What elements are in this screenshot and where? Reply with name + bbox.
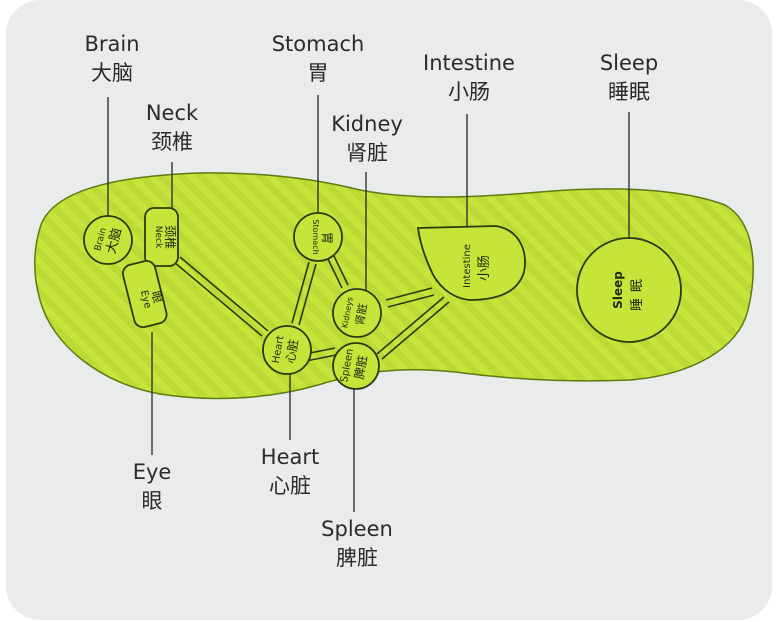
zone-stomach: Stomach 胃 xyxy=(293,212,343,262)
label-stomach-zh: 胃 xyxy=(307,61,329,85)
label-brain-zh: 大脑 xyxy=(91,61,133,85)
zone-eye-en: Eye xyxy=(138,289,153,310)
label-sleep-zh: 睡眠 xyxy=(608,80,650,104)
zone-sleep-zh: 睡眠 xyxy=(630,273,645,311)
label-spleen-zh: 脾脏 xyxy=(336,546,378,570)
zone-eye-zh: 眼 xyxy=(149,290,165,305)
zone-sleep: Sleep 睡眠 xyxy=(576,237,682,343)
label-heart-en: Heart xyxy=(260,445,320,469)
zone-heart-en: Heart xyxy=(271,335,287,364)
zone-kidney: Kidneys 肾脏 xyxy=(332,288,382,338)
label-sleep-en: Sleep xyxy=(599,51,659,75)
zone-heart: Heart 心脏 xyxy=(262,325,312,375)
zone-neck-en: Neck xyxy=(153,226,163,249)
label-brain-en: Brain xyxy=(84,32,140,56)
zone-neck: Neck 颈椎 xyxy=(144,207,179,267)
zone-heart-zh: 心脏 xyxy=(282,338,301,364)
zone-stomach-en: Stomach xyxy=(311,219,320,254)
label-stomach-en: Stomach xyxy=(271,32,365,56)
label-stomach: Stomach 胃 xyxy=(272,30,365,88)
label-kidney-zh: 肾脏 xyxy=(346,141,388,165)
zone-sleep-en: Sleep xyxy=(611,271,625,309)
label-neck-en: Neck xyxy=(145,101,199,125)
label-heart: Heart 心脏 xyxy=(261,443,319,501)
label-brain: Brain 大脑 xyxy=(84,30,139,88)
label-eye: Eye 眼 xyxy=(133,458,172,516)
label-sleep: Sleep 睡眠 xyxy=(600,49,658,107)
label-spleen-en: Spleen xyxy=(321,517,393,541)
insole-shape xyxy=(33,172,754,400)
zone-eye: Eye 眼 xyxy=(122,260,168,329)
zone-intestine-en: Intestine xyxy=(462,244,473,288)
label-heart-zh: 心脏 xyxy=(268,474,311,498)
zone-connectors xyxy=(173,253,450,362)
zone-neck-zh: 颈椎 xyxy=(163,225,178,249)
label-neck-zh: 颈椎 xyxy=(151,130,193,154)
label-kidney: Kidney 肾脏 xyxy=(331,110,403,168)
zone-brain-zh: 大脑 xyxy=(104,227,125,256)
label-eye-en: Eye xyxy=(132,460,172,484)
label-kidney-en: Kidney xyxy=(331,112,403,136)
zone-intestine-zh: 小肠 xyxy=(477,255,492,281)
label-spleen: Spleen 脾脏 xyxy=(321,515,393,573)
zone-stomach-zh: 胃 xyxy=(320,232,334,244)
label-intestine: Intestine 小肠 xyxy=(423,49,515,107)
zone-spleen-zh: 脾脏 xyxy=(351,354,370,380)
label-eye-zh: 眼 xyxy=(141,489,163,513)
label-intestine-zh: 小肠 xyxy=(448,80,490,104)
zone-brain: Brain 大脑 xyxy=(83,215,133,265)
zone-spleen: Spleen 脾脏 xyxy=(332,342,380,390)
zone-kidney-zh: 肾脏 xyxy=(353,302,370,326)
label-intestine-en: Intestine xyxy=(423,51,515,75)
label-neck: Neck 颈椎 xyxy=(146,99,198,157)
zone-intestine: Intestine 小肠 xyxy=(416,225,526,301)
